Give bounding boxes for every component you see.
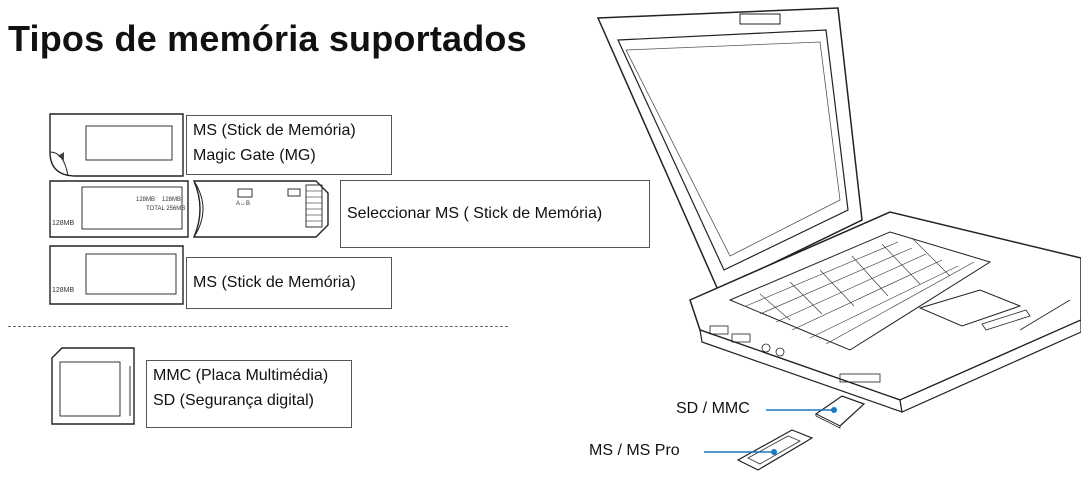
- select-memory-stick-front-illustration: 128MB 128MB TOTAL 256MB 128MB: [49, 180, 189, 238]
- sd-mmc-card-illustration: [51, 347, 135, 425]
- svg-text:TOTAL 256MB: TOTAL 256MB: [146, 206, 185, 212]
- sd-mmc-callout: SD / MMC: [676, 400, 750, 417]
- card-capacity-text: 128MB: [136, 197, 155, 203]
- sd-label: SD (Segurança digital): [153, 392, 314, 409]
- laptop-illustration: [596, 7, 1081, 413]
- memory-stick-card-illustration: [49, 113, 184, 177]
- select-ms-label-box: Seleccionar MS ( Stick de Memória): [340, 180, 650, 248]
- svg-text:A↔B: A↔B: [236, 201, 250, 207]
- select-ms-label: Seleccionar MS ( Stick de Memória): [347, 205, 603, 222]
- sd-card-small-illustration: [814, 395, 866, 429]
- svg-text:128MB: 128MB: [52, 220, 75, 227]
- select-memory-stick-back-illustration: A↔B: [192, 180, 329, 238]
- mmc-sd-label-box: MMC (Placa Multimédia) SD (Segurança dig…: [146, 360, 352, 428]
- ms-pro-callout: MS / MS Pro: [589, 442, 680, 459]
- ms-label-box: MS (Stick de Memória): [186, 257, 392, 309]
- ms-plain-label: MS (Stick de Memória): [193, 274, 356, 291]
- ms-label: MS (Stick de Memória): [193, 122, 356, 139]
- svg-text:128MB: 128MB: [52, 287, 75, 294]
- memory-stick-plain-illustration: 128MB: [49, 245, 184, 305]
- keyboard-keys: [745, 237, 975, 345]
- svg-text:128MB: 128MB: [162, 197, 181, 203]
- page-title: Tipos de memória suportados: [8, 18, 527, 59]
- ms-mg-label-box: MS (Stick de Memória) Magic Gate (MG): [186, 115, 392, 175]
- mmc-label: MMC (Placa Multimédia): [153, 367, 329, 384]
- section-divider: [8, 326, 508, 327]
- mg-label: Magic Gate (MG): [193, 147, 316, 164]
